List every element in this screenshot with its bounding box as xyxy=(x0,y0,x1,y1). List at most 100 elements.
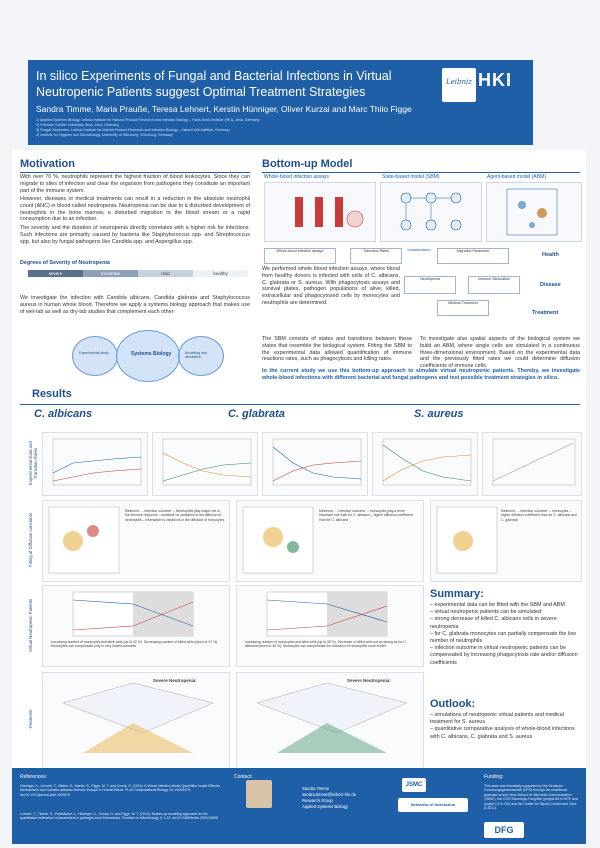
outlook-list: – simulations of neutropenic virtual pat… xyxy=(430,712,580,741)
poster-header: In silico Experiments of Fungal and Bact… xyxy=(28,60,533,145)
tag-health: Health xyxy=(542,252,559,258)
plot-diffusion-s-aureus: Minimum: ... Infection outcome: – monocy… xyxy=(430,500,582,582)
references-title: References: xyxy=(20,774,47,780)
funding-text: This work was financially supported by t… xyxy=(484,784,578,811)
tag-disease: Disease xyxy=(540,282,561,288)
flow-immune-stimulation: Immune Stimulation xyxy=(468,276,520,294)
severity-healthy: healthy xyxy=(193,270,248,277)
bottomup-p1: We performed whole blood infection assay… xyxy=(262,266,400,306)
outlook-title: Outlook: xyxy=(430,698,476,710)
severity-moderate: moderate xyxy=(83,270,138,277)
motivation-p2: However, diseases or medical treatments … xyxy=(20,196,250,223)
plot-treatment-c-albicans: Severe Neutropenia: xyxy=(42,672,230,769)
motivation-rule xyxy=(20,172,250,173)
venn-modelling: Modelling and simulation xyxy=(178,336,224,376)
results-rule xyxy=(20,404,580,405)
contact-email[interactable]: sandra.timme@leibniz-hki.de xyxy=(302,792,357,797)
caption-diffusion-s-aureus: Minimum: ... Infection outcome: – monocy… xyxy=(501,509,577,522)
flow-assays: Whole-blood infection assays xyxy=(264,248,336,264)
motivation-title: Motivation xyxy=(20,158,75,170)
motivation-p3: The severity and the duration of neutrop… xyxy=(20,225,250,245)
contact-name: Sandra Timme xyxy=(302,786,330,791)
species-s-aureus: S. aureus xyxy=(414,408,464,420)
summary-item-2: – virtual neutropenic patients can be si… xyxy=(430,609,543,616)
label-assays: Whole-blood infection assays xyxy=(264,174,330,180)
plot-exp-1 xyxy=(42,432,148,496)
summary-item-1: – experimental data can be fitted with t… xyxy=(430,602,565,608)
contact-title: Contact: xyxy=(234,774,253,780)
authors: Sandra Timme, Maria Prauße, Teresa Lehne… xyxy=(36,104,412,114)
hki-logo: HKI xyxy=(478,70,512,90)
tag-treatment: Treatment xyxy=(532,310,559,316)
affiliations: 1) Applied Systems Biology, Leibniz Inst… xyxy=(36,118,336,138)
flow-transition-rates: Transition Rates xyxy=(350,248,402,264)
summary-title: Summary: xyxy=(430,588,484,600)
plot-treatment-c-glabrata: Severe Neutropenia: xyxy=(236,672,424,769)
affiliation-1: 1) Applied Systems Biology, Leibniz Inst… xyxy=(36,118,260,122)
bottomup-title: Bottom-up Model xyxy=(262,158,353,170)
summary-item-4: – for C. glabrata monocytes can partiall… xyxy=(430,630,576,645)
plot-virtual-c-glabrata: Increasing number of monocytes and alive… xyxy=(236,585,424,667)
venn-systems-biology-label: Systems Biology xyxy=(131,351,172,357)
flow-neutropenia: Neutropenia xyxy=(404,276,456,294)
flow-migration: Migration Parameter xyxy=(437,248,509,264)
severity-bar: severe moderate mild healthy xyxy=(28,270,248,277)
abm-illustration xyxy=(486,182,582,242)
caption-treatment-c-albicans: Severe Neutropenia: xyxy=(153,678,197,683)
assay-illustration xyxy=(264,182,376,242)
severity-severe: severe xyxy=(28,270,83,277)
caption-treatment-c-glabrata: Severe Neutropenia: xyxy=(347,678,391,683)
contact-dept: Applied Systems Biology xyxy=(302,804,349,809)
reference-2: Lehnert, T., Timme, S., Pollmächer, J., … xyxy=(20,812,218,821)
plot-diffusion-c-glabrata: Minimum: ... Infection outcome: – monocy… xyxy=(236,500,424,582)
leibniz-logo: Leibniz xyxy=(442,68,476,102)
contact-info: Sandra Timme sandra.timme@leibniz-hki.de… xyxy=(302,786,356,810)
caption-virtual-c-albicans: Increasing number of monocytes and alive… xyxy=(51,640,219,649)
affiliation-2: 2) Friedrich Schiller University Jena, J… xyxy=(36,123,120,127)
flow-medical-treatment: Medical Treatment xyxy=(437,300,489,316)
row-label-treatment: Treatment xyxy=(28,709,33,730)
flow-transformation: transformation xyxy=(407,248,431,252)
contact-photo xyxy=(246,780,272,808)
dfg-logo: DFG xyxy=(484,822,524,838)
plot-exp-3 xyxy=(262,432,368,496)
caption-virtual-c-glabrata: Increasing number of monocytes and alive… xyxy=(245,640,407,649)
motivation-p4: We investigate the infection with Candid… xyxy=(20,295,250,315)
venn-experiment-label: Experimental study xyxy=(79,351,109,355)
contact-group: Research Group xyxy=(302,798,333,803)
jsmc-logo: JSMC xyxy=(402,778,426,792)
row-label-diffusion: Fitting of Diffusion constants xyxy=(28,513,33,567)
caption-diffusion-c-albicans: Minimum: ... Infection outcome: – Neutro… xyxy=(125,509,225,522)
venn-systems-biology: Systems Biology xyxy=(116,330,180,382)
severity-mild: mild xyxy=(138,270,193,277)
affiliation-3: 3) Fungal Septomics, Leibniz Institute f… xyxy=(36,128,230,132)
systems-biology-diagram: Experimental study Systems Biology Model… xyxy=(72,330,232,382)
reference-1: Hünniger, K., Lehnert, T., Bieber, K., M… xyxy=(20,784,220,797)
bottomup-p3: To investigate also spatial aspects of t… xyxy=(420,336,580,370)
affiliation-4: 4) Institute for Hygiene and Microbiolog… xyxy=(36,133,173,137)
venn-modelling-label: Modelling and simulation xyxy=(185,351,207,359)
label-sbm: State-based model (SBM) xyxy=(382,174,440,180)
species-c-albicans: C. albicans xyxy=(34,408,93,420)
plot-exp-5 xyxy=(482,432,582,496)
plot-exp-2 xyxy=(152,432,258,496)
outlook-item-1: – simulations of neutropenic virtual pat… xyxy=(430,712,564,726)
label-abm: Agent-based model (ABM) xyxy=(487,174,546,180)
severity-title: Degrees of Severity of Neutropenia xyxy=(20,260,110,266)
bottomup-p2: The SBM consists of states and transitio… xyxy=(262,336,412,363)
footer-band: References: Hünniger, K., Lehnert, T., B… xyxy=(12,768,586,844)
funding-title: Funding: xyxy=(484,774,504,780)
plot-exp-4 xyxy=(372,432,478,496)
summary-item-3: – strong decrease of killed C. albicans … xyxy=(430,616,557,630)
motivation-p1: With over 70 %, neutrophils represent th… xyxy=(20,174,250,194)
outlook-item-2: – quantitative comparative analysis of w… xyxy=(430,726,575,740)
leibniz-logo-text: Leibniz xyxy=(446,78,472,86)
row-label-virtual-patients: Virtual Neutropenic Patients xyxy=(28,598,33,652)
networks-logo: Networks of Interaction xyxy=(398,798,468,812)
results-title: Results xyxy=(32,388,72,400)
venn-experiment: Experimental study xyxy=(72,336,118,376)
summary-list: – experimental data can be fitted with t… xyxy=(430,602,580,667)
poster-title: In silico Experiments of Fungal and Bact… xyxy=(36,69,392,99)
plot-diffusion-c-albicans: Minimum: ... Infection outcome: – Neutro… xyxy=(42,500,230,582)
sbm-illustration xyxy=(380,182,482,242)
